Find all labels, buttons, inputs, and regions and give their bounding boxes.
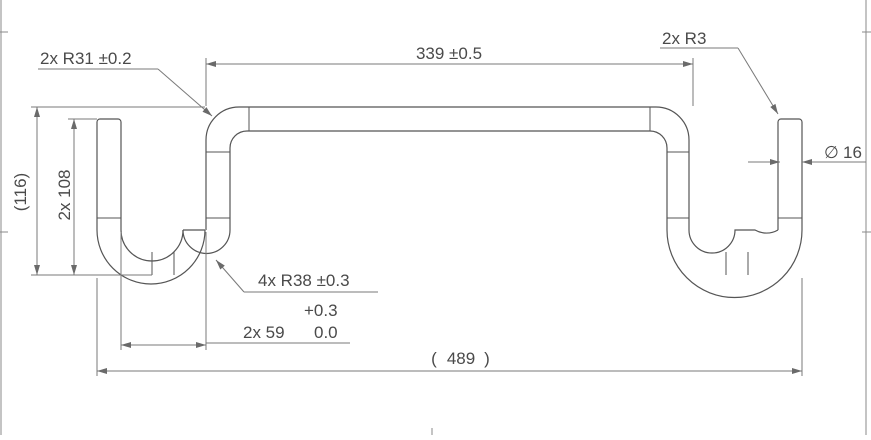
dim-489-arrow-left bbox=[97, 368, 107, 374]
dim-59-upper-tol: +0.3 bbox=[304, 301, 338, 320]
left-u-outer bbox=[96, 122, 206, 285]
dim-339-arrow-left bbox=[206, 61, 216, 67]
dim-489-paren-close: ) bbox=[484, 349, 490, 368]
dim-489-arrow-right bbox=[792, 368, 802, 374]
dim-r38-text: 4x R38 ±0.3 bbox=[258, 271, 350, 290]
dim-r3-leader bbox=[737, 47, 779, 115]
left-u-inner-and-tip bbox=[96, 118, 184, 262]
dim-r31-arrow bbox=[202, 107, 212, 116]
dim-108-text: 2x 108 bbox=[55, 169, 74, 220]
dim-339-text: 339 ±0.5 bbox=[416, 44, 482, 63]
dim-59-arrow-right bbox=[196, 342, 206, 348]
dim-108-arrow-bottom bbox=[71, 265, 77, 275]
dim-59-arrow-left bbox=[121, 342, 131, 348]
dim-116-text: (116) bbox=[11, 173, 30, 211]
dim-108-arrow-top bbox=[71, 119, 77, 129]
dim-dia-text: 16 bbox=[843, 143, 862, 162]
dim-116-arrow-bottom bbox=[34, 265, 40, 275]
dim-339-arrow-right bbox=[683, 61, 693, 67]
dim-r31-text: 2x R31 ±0.2 bbox=[40, 49, 132, 68]
dim-dia-arrow-right bbox=[802, 159, 812, 165]
dim-dia-symbol: ∅ bbox=[824, 143, 839, 162]
tube-segment-lines bbox=[97, 107, 802, 275]
dimensions: 339 ±0.5 2x R31 ±0.2 2x R3 ∅16 (116) 2x 108 4x… bbox=[11, 29, 866, 376]
dim-489-paren-open: ( bbox=[431, 349, 437, 368]
tube-part bbox=[96, 106, 803, 299]
dim-r3-arrow bbox=[770, 103, 778, 114]
dim-r31-leader bbox=[157, 68, 213, 117]
dim-489-text: 489 bbox=[447, 349, 475, 368]
right-u-outer-and-tip bbox=[666, 118, 803, 299]
top-outer bbox=[205, 106, 690, 230]
top-inner bbox=[229, 130, 668, 230]
right-u-inner bbox=[688, 229, 779, 254]
dim-dia-arrow-left bbox=[770, 159, 780, 165]
dim-r38-arrow bbox=[216, 260, 225, 270]
dim-116-arrow-top bbox=[34, 107, 40, 117]
dim-59-lower-tol: 0.0 bbox=[314, 323, 338, 342]
dim-59-text: 2x 59 bbox=[243, 323, 285, 342]
dim-r3-text: 2x R3 bbox=[662, 29, 706, 48]
